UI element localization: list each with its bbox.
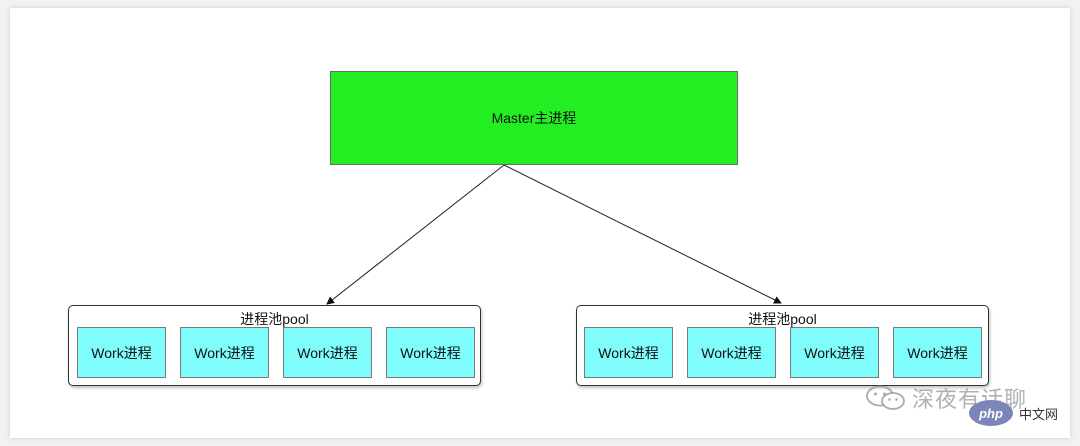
- worker-process-box: Work进程: [687, 327, 776, 378]
- worker-label: Work进程: [400, 344, 461, 361]
- worker-process-box: Work进程: [893, 327, 982, 378]
- process-pool-left: 进程池pool Work进程 Work进程 Work进程 Work进程: [68, 305, 481, 386]
- worker-label: Work进程: [91, 344, 152, 361]
- php-logo: php: [969, 400, 1013, 426]
- worker-label: Work进程: [804, 344, 865, 361]
- worker-label: Work进程: [598, 344, 659, 361]
- php-badge: php 中文网: [969, 400, 1058, 426]
- master-process-label: Master主进程: [491, 110, 577, 126]
- worker-label: Work进程: [194, 344, 255, 361]
- worker-process-box: Work进程: [386, 327, 475, 378]
- pool-label: 进程池pool: [240, 311, 309, 327]
- worker-process-box: Work进程: [77, 327, 166, 378]
- php-site-text: 中文网: [1019, 406, 1059, 422]
- wechat-icon: [866, 385, 905, 410]
- worker-process-box: Work进程: [180, 327, 269, 378]
- worker-label: Work进程: [701, 344, 762, 361]
- worker-label: Work进程: [297, 344, 358, 361]
- pool-label: 进程池pool: [748, 311, 817, 327]
- worker-process-box: Work进程: [283, 327, 372, 378]
- worker-label: Work进程: [907, 344, 968, 361]
- php-logo-text: php: [979, 405, 1003, 421]
- master-process-box: Master主进程: [330, 71, 738, 165]
- worker-process-box: Work进程: [584, 327, 673, 378]
- process-pool-right: 进程池pool Work进程 Work进程 Work进程 Work进程: [576, 305, 989, 386]
- worker-process-box: Work进程: [790, 327, 879, 378]
